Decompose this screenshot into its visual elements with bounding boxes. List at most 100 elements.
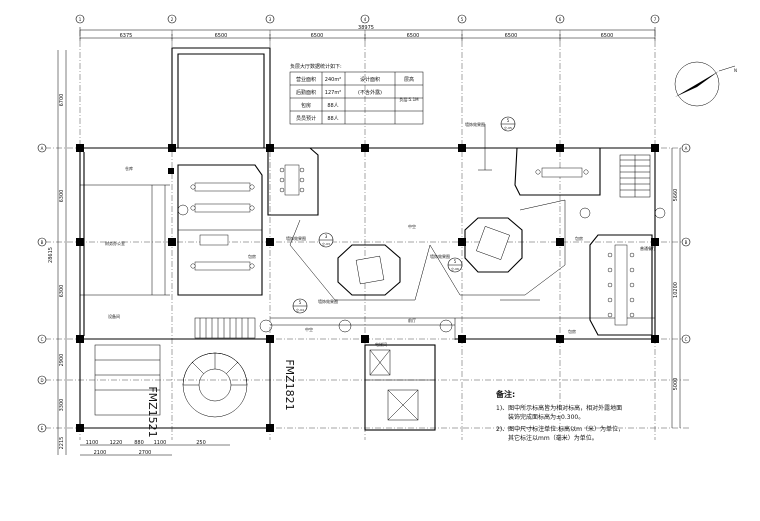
elevator-icon (369, 349, 391, 376)
right-dimension-chain: 5660 10200 5000 (671, 148, 681, 428)
stair-icon (619, 154, 651, 198)
bottom-dim-2: 1220 (110, 440, 123, 446)
callout-4-num: 5 (299, 300, 302, 305)
callout-4: 5 立-04 墙饰效果图 (292, 298, 338, 314)
bottom-dim-6: 2100 (94, 450, 107, 456)
spiral-stair-icon (182, 352, 248, 418)
callout-3: 5 立-06 墙饰效果图 (430, 253, 463, 273)
room-private-2-label: 包房 (575, 235, 583, 241)
left-total-dimension: 28615 (48, 247, 54, 263)
top-dimension-chain: 38975 6375 6500 6500 6500 6500 6500 (79, 25, 656, 41)
room-private-3-label: 包房 (568, 328, 576, 334)
room-labels: 仓库 财务办公室 设备间 中空 中空 前厅 包房 包房 电梯间 (105, 165, 583, 347)
left-dim-1: 6700 (59, 94, 65, 107)
room-private-1-label: 包房 (248, 253, 256, 259)
notes-line-2: 2)、图中尺寸标注单位:标高以m（米）为单位， (496, 425, 624, 433)
grid-right-b: B (685, 240, 688, 245)
left-dim-4: 2900 (59, 354, 65, 367)
callout-2-label: 墙饰效果图 (286, 235, 306, 241)
notes-title: 备注: (495, 389, 515, 399)
grid-left-d: D (40, 378, 43, 383)
callout-2-sheet: 立-03 (322, 241, 330, 246)
notes: 备注: 1)、图中所示标高皆为相对标高，相对外露地面 装饰完成面标高为±0.30… (495, 389, 624, 442)
notes-line-1b: 装饰完成面标高为±0.300。 (508, 413, 584, 421)
room-dining-label: 普通餐厅 (640, 245, 656, 251)
room-corridor-label: 中空 (305, 326, 313, 332)
table-r4-c2: 88人 (327, 116, 338, 122)
bottom-dim-3: 880 (134, 440, 144, 446)
bottom-dim-4: 1100 (154, 440, 167, 446)
table-r2-c4: 负层:5.1M (399, 96, 419, 102)
callout-1: 5 立-05 墙饰效果图 (465, 116, 516, 171)
grid-right-a: A (685, 146, 688, 151)
left-dim-5: 3300 (59, 399, 65, 412)
callout-1-num: 5 (507, 118, 510, 123)
private-room-left: 包房 (177, 164, 263, 296)
bottom-dim-7: 2700 (139, 450, 152, 456)
grid-right-c: C (685, 337, 688, 342)
left-dimension-chain: 28615 6700 6300 6300 2900 3300 2215 (48, 50, 67, 455)
dining-room-right: 普通餐厅 (589, 234, 656, 336)
room-elevator-label: 电梯间 (375, 341, 387, 347)
grid-top-7: 7 (654, 17, 657, 22)
table-r4-c1: 员员预计 (296, 115, 316, 122)
top-dim-5: 6500 (505, 33, 518, 39)
table-r2-c2: 127m² (325, 90, 341, 96)
room-storage-label: 仓库 (125, 165, 133, 171)
callout-1-label: 墙饰效果图 (465, 121, 485, 127)
table-r2-c3: (不含外露) (358, 89, 382, 96)
top-dim-1: 6375 (120, 33, 133, 39)
room-office-label: 财务办公室 (105, 240, 125, 246)
door-fmz1821: FMZ1821 (283, 359, 296, 410)
svg-text:N: N (734, 68, 737, 73)
grid-top-3: 3 (269, 17, 272, 22)
private-room-octagon-1 (337, 244, 401, 296)
statistics-table: 负层大厅数据统计如下: 营业面积 240m² 设计面积 层高 后勤面积 127m… (289, 63, 424, 125)
table-r3-c2: 88人 (327, 103, 338, 109)
left-dim-6: 2215 (59, 437, 65, 450)
atrium-outline (270, 199, 655, 340)
bottom-dim-1: 1100 (86, 440, 99, 446)
room-hall-label: 中空 (408, 223, 416, 229)
callout-1-sheet: 立-05 (504, 125, 512, 130)
grid-left-a: A (41, 146, 44, 151)
grid-left-c: C (41, 337, 44, 342)
right-dim-3: 5000 (673, 378, 679, 391)
notes-line-2b: 其它标注以mm（毫米）为单位。 (508, 434, 598, 442)
top-dim-6: 6500 (601, 33, 614, 39)
grid-bubbles-top: 1 2 3 4 5 6 7 (75, 14, 660, 24)
room-lobby-label: 前厅 (408, 317, 416, 323)
right-dim-1: 5660 (673, 189, 679, 202)
grid-left-e: E (41, 426, 44, 431)
north-arrow-icon: N (674, 61, 737, 107)
grid-top-2: 2 (171, 17, 174, 22)
callout-2: 3 立-03 墙饰效果图 (286, 232, 334, 248)
table-title: 负层大厅数据统计如下: (290, 63, 342, 70)
structural-columns (76, 144, 659, 432)
top-dim-3: 6500 (311, 33, 324, 39)
callout-3-sheet: 立-06 (451, 266, 459, 271)
top-total-dimension: 38975 (358, 25, 374, 31)
left-dim-2: 6300 (59, 190, 65, 203)
bottom-dim-5: 250 (196, 440, 206, 446)
callout-3-num: 5 (454, 259, 457, 264)
callout-4-sheet: 立-04 (296, 307, 304, 312)
notes-line-1: 1)、图中所示标高皆为相对标高，相对外露地面 (496, 404, 622, 412)
table-r2-c1: 后勤面积 (296, 89, 316, 96)
private-room-octagon-2 (464, 217, 523, 273)
elevation-callouts: 5 立-05 墙饰效果图 3 立-03 墙饰效果图 5 立-06 墙饰效果图 5… (286, 116, 516, 314)
exterior-walls (79, 47, 656, 431)
table-r1-c1: 营业面积 (296, 76, 316, 83)
plant-icons (177, 204, 666, 333)
callout-3-label: 墙饰效果图 (430, 253, 450, 259)
bottom-dimension-chain: 1100 1220 880 1100 250 2100 2700 (80, 440, 230, 456)
door-fmz1521: FMZ1521 (146, 386, 159, 437)
table-r1-c3: 设计面积 (360, 76, 380, 83)
table-r1-c4: 层高 (404, 76, 414, 83)
grid-top-5: 5 (461, 17, 464, 22)
room-equipment-label: 设备间 (108, 313, 120, 319)
left-dim-3: 6300 (59, 285, 65, 298)
right-dim-2: 10200 (673, 282, 679, 298)
